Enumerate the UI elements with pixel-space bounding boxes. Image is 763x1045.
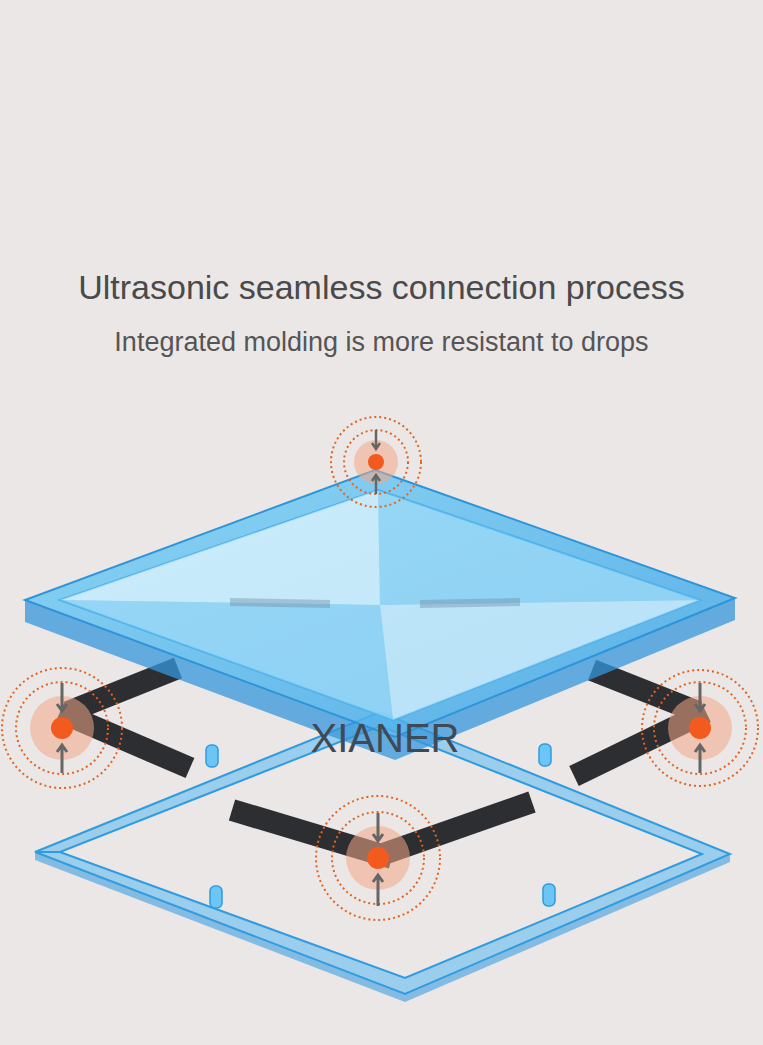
subheading: Integrated molding is more resistant to …: [0, 327, 763, 358]
top-tile: [25, 470, 735, 760]
bottom-frame: [35, 712, 730, 1002]
weld-indicators: [2, 417, 758, 920]
watermark: XIANER: [285, 716, 485, 761]
heading: Ultrasonic seamless connection process: [0, 268, 763, 307]
